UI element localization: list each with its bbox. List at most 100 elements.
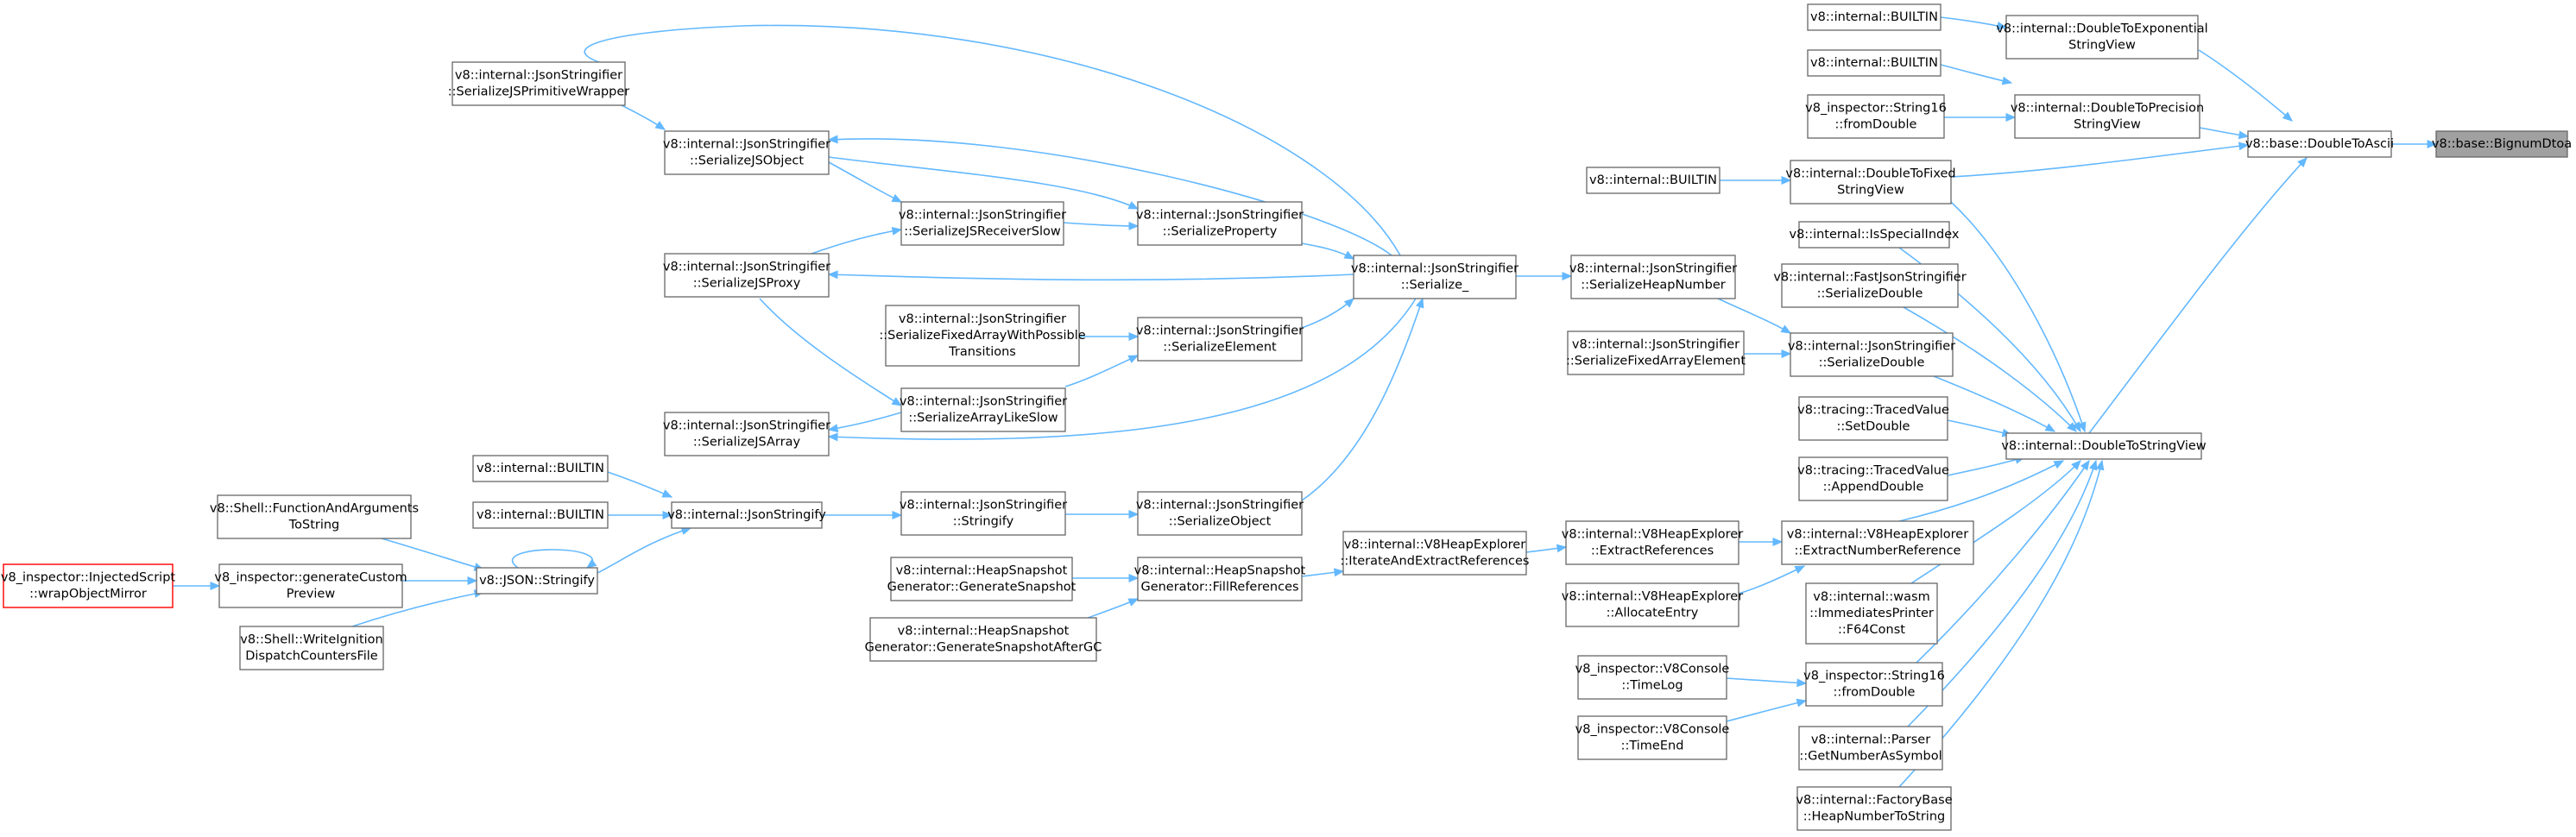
call-edge bbox=[402, 576, 478, 585]
node-extractrefs[interactable]: v8::internal::V8HeapExplorer::ExtractRef… bbox=[1562, 520, 1743, 565]
node-serarrslow[interactable]: v8::internal::JsonStringifier::Serialize… bbox=[900, 387, 1067, 432]
call-edge bbox=[1950, 142, 2250, 178]
node-builtin4[interactable]: v8::internal::BUILTIN bbox=[472, 455, 609, 482]
node-timeend[interactable]: v8_inspector::V8Console::TimeEnd bbox=[1575, 715, 1730, 760]
node-box bbox=[664, 130, 830, 175]
node-fillrefs[interactable]: v8::internal::HeapSnapshotGenerator::Fil… bbox=[1134, 557, 1306, 601]
node-label: v8::internal::JsonStringifier bbox=[1351, 262, 1518, 276]
node-serialize_[interactable]: v8::internal::JsonStringifier::Serialize… bbox=[1351, 255, 1518, 299]
call-edge bbox=[1898, 460, 2065, 522]
node-appenddouble[interactable]: v8::tracing::TracedValue::AppendDouble bbox=[1797, 456, 1949, 501]
node-label: v8::internal::V8HeapExplorer bbox=[1787, 528, 1968, 542]
node-iterextract[interactable]: v8::internal::V8HeapExplorer::IterateAnd… bbox=[1341, 531, 1530, 576]
node-s16from1[interactable]: v8_inspector::String16::fromDouble bbox=[1805, 94, 1947, 139]
node-label: DispatchCountersFile bbox=[245, 650, 378, 664]
edge-line bbox=[1910, 460, 2081, 584]
call-edge bbox=[173, 582, 221, 590]
edge-arrowhead bbox=[1796, 678, 1808, 688]
node-label: v8::internal::BUILTIN bbox=[477, 462, 604, 475]
node-serheapnum[interactable]: v8::internal::JsonStringifier::Serialize… bbox=[1569, 255, 1737, 299]
edge-line bbox=[1950, 144, 2249, 178]
node-isspecial[interactable]: v8::internal::IsSpecialIndex bbox=[1790, 221, 1960, 249]
node-dtostr[interactable]: v8::internal::DoubleToStringView bbox=[2001, 432, 2207, 460]
node-box bbox=[664, 253, 830, 298]
node-s16from2[interactable]: v8_inspector::String16::fromDouble bbox=[1803, 662, 1945, 707]
call-edge bbox=[827, 270, 1354, 281]
call-edge bbox=[1903, 306, 2077, 432]
node-fastser[interactable]: v8::internal::FastJsonStringifier::Seria… bbox=[1773, 263, 1967, 308]
node-builtin3[interactable]: v8::internal::BUILTIN bbox=[1586, 167, 1720, 194]
node-v8jsonstr[interactable]: v8::JSON::Stringify bbox=[476, 567, 598, 595]
node-serobject[interactable]: v8::internal::JsonStringifier::Serialize… bbox=[1136, 491, 1304, 536]
node-allocentry[interactable]: v8::internal::V8HeapExplorer::AllocateEn… bbox=[1562, 582, 1743, 627]
node-builtin5[interactable]: v8::internal::BUILTIN bbox=[472, 501, 609, 529]
edge-arrowhead bbox=[585, 558, 597, 569]
node-serelem[interactable]: v8::internal::JsonStringifier::Serialize… bbox=[1136, 317, 1304, 362]
node-box bbox=[2247, 130, 2392, 158]
node-setdouble[interactable]: v8::tracing::TracedValue::SetDouble bbox=[1797, 396, 1949, 441]
node-bignum[interactable]: v8::base::BignumDtoa bbox=[2432, 130, 2572, 158]
node-dtoprec[interactable]: v8::internal::DoubleToPrecisionStringVie… bbox=[2011, 94, 2204, 139]
node-stringify[interactable]: v8::internal::JsonStringifier::Stringify bbox=[900, 491, 1067, 536]
node-serjsproxy[interactable]: v8::internal::JsonStringifier::Serialize… bbox=[663, 253, 830, 298]
node-label: ::SerializeArrayLikeSlow bbox=[908, 412, 1058, 425]
node-heapnum[interactable]: v8::internal::FactoryBase::HeapNumberToS… bbox=[1796, 786, 1953, 831]
call-edge bbox=[1910, 460, 2081, 584]
node-gensnap[interactable]: v8::internal::HeapSnapshotGenerator::Gen… bbox=[887, 557, 1076, 601]
node-box bbox=[1805, 582, 1938, 645]
node-label: v8::internal::HeapSnapshot bbox=[1134, 564, 1306, 578]
node-box bbox=[239, 626, 384, 670]
node-wasmf64[interactable]: v8::internal::wasm::ImmediatesPrinter::F… bbox=[1805, 582, 1938, 645]
node-dtoascii[interactable]: v8::base::DoubleToAscii bbox=[2245, 130, 2394, 158]
node-wrapobj[interactable]: v8_inspector::InjectedScript::wrapObject… bbox=[1, 563, 176, 608]
node-label: v8::internal::JsonStringifier bbox=[663, 138, 830, 152]
node-getnum[interactable]: v8::internal::Parser::GetNumberAsSymbol bbox=[1798, 726, 1943, 771]
node-serprimwrap[interactable]: v8::internal::JsonStringifier::Serialize… bbox=[448, 61, 630, 106]
node-builtin1[interactable]: v8::internal::BUILTIN bbox=[1807, 3, 1941, 31]
node-label: ::AllocateEntry bbox=[1607, 607, 1699, 620]
node-label: ::TimeLog bbox=[1621, 679, 1683, 693]
node-serrecvslow[interactable]: v8::internal::JsonStringifier::Serialize… bbox=[899, 201, 1066, 246]
node-label: ::HeapNumberToString bbox=[1803, 810, 1945, 824]
node-label: v8_inspector::V8Console bbox=[1575, 663, 1730, 677]
node-box bbox=[1577, 655, 1727, 700]
node-label: v8::internal::JsonStringifier bbox=[1788, 340, 1955, 354]
node-label: v8::internal::V8HeapExplorer bbox=[1562, 590, 1743, 604]
node-shellwrite[interactable]: v8::Shell::WriteIgnitionDispatchCounters… bbox=[239, 626, 384, 670]
edge-arrowhead bbox=[2053, 460, 2065, 469]
node-label: v8::internal::FastJsonStringifier bbox=[1773, 271, 1966, 285]
edge-arrowhead bbox=[1781, 176, 1792, 185]
node-label: ::SerializeFixedArrayWithPossible bbox=[879, 329, 1085, 343]
node-serprop[interactable]: v8::internal::JsonStringifier::Serialize… bbox=[1136, 201, 1304, 246]
node-box bbox=[2435, 130, 2568, 158]
node-serfixedwith[interactable]: v8::internal::JsonStringifier::Serialize… bbox=[879, 305, 1086, 367]
call-edge bbox=[821, 511, 903, 519]
node-serjsobject[interactable]: v8::internal::JsonStringifier::Serialize… bbox=[663, 130, 830, 175]
node-timelog[interactable]: v8_inspector::V8Console::TimeLog bbox=[1575, 655, 1730, 700]
node-box bbox=[1798, 726, 1943, 771]
node-label: v8_inspector::String16 bbox=[1805, 102, 1947, 116]
call-edge bbox=[1063, 222, 1140, 230]
node-label: v8::internal::JsonStringifier bbox=[900, 395, 1067, 409]
call-edge bbox=[1301, 297, 1424, 501]
node-box bbox=[1577, 715, 1727, 760]
node-serdouble[interactable]: v8::internal::JsonStringifier::Serialize… bbox=[1788, 332, 1955, 377]
edge-arrowhead bbox=[827, 270, 838, 280]
call-edge bbox=[1079, 332, 1140, 341]
node-label: Generator::FillReferences bbox=[1140, 581, 1298, 595]
node-dtoexp[interactable]: v8::internal::DoubleToExponentialStringV… bbox=[1996, 15, 2208, 60]
node-label: Generator::GenerateSnapshot bbox=[887, 581, 1076, 595]
node-serfixedelem[interactable]: v8::internal::JsonStringifier::Serialize… bbox=[1566, 330, 1746, 375]
node-builtin2[interactable]: v8::internal::BUILTIN bbox=[1807, 49, 1941, 77]
node-serjsarray[interactable]: v8::internal::JsonStringifier::Serialize… bbox=[663, 412, 830, 456]
edge-line bbox=[1898, 460, 2064, 522]
node-extractnum[interactable]: v8::internal::V8HeapExplorer::ExtractNum… bbox=[1781, 520, 1974, 565]
node-label: Preview bbox=[287, 588, 336, 601]
node-jsonstringify[interactable]: v8::internal::JsonStringify bbox=[667, 501, 826, 529]
node-gensnapgc[interactable]: v8::internal::HeapSnapshotGenerator::Gen… bbox=[865, 617, 1102, 662]
node-box bbox=[1807, 94, 1945, 139]
node-box bbox=[1807, 3, 1941, 31]
